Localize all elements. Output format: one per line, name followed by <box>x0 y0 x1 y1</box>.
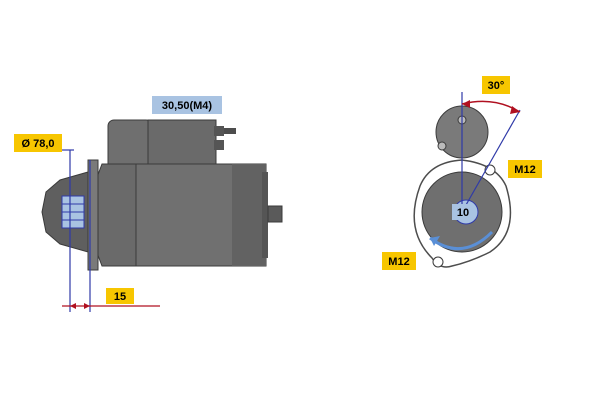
drive-housing <box>95 163 137 267</box>
bottom-bolt-hole <box>432 256 444 268</box>
angle-arc-head-right <box>510 106 520 114</box>
rotation-arrow-head <box>430 236 440 246</box>
terminal-stud-lower <box>214 140 224 150</box>
teeth-label: 10 <box>452 204 474 220</box>
length-arrow-head-left <box>70 303 76 309</box>
motor-end-cap <box>262 172 268 258</box>
length-label-text: 15 <box>114 291 126 303</box>
motor-shaft-end <box>267 205 283 223</box>
top-bolt-hole-lower <box>437 141 447 151</box>
terminal-stud <box>214 126 224 136</box>
angled-reference-line <box>461 109 521 213</box>
thread-top-label: M12 <box>508 160 542 178</box>
motor-housing-shade <box>232 164 266 266</box>
thread-bottom-label: M12 <box>382 252 416 270</box>
diameter-label: Ø 78,0 <box>14 134 62 152</box>
starter-end-view <box>413 92 521 268</box>
length-label: 15 <box>106 288 134 304</box>
length-arrow-head-right <box>84 303 90 309</box>
thread-bottom-label-text: M12 <box>388 256 409 268</box>
angle-label: 30° <box>482 76 510 94</box>
terminal-post <box>224 128 236 134</box>
starter-side-view <box>41 119 283 312</box>
terminal-label-text: 30,50(M4) <box>162 100 212 112</box>
solenoid-cap <box>147 119 217 165</box>
teeth-label-text: 10 <box>457 207 469 219</box>
angle-arc-head-left <box>462 100 470 108</box>
angle-label-text: 30° <box>488 80 505 92</box>
diameter-label-text: Ø 78,0 <box>21 138 54 150</box>
thread-top-label-text: M12 <box>514 164 535 176</box>
terminal-label: 30,50(M4) <box>152 96 222 114</box>
